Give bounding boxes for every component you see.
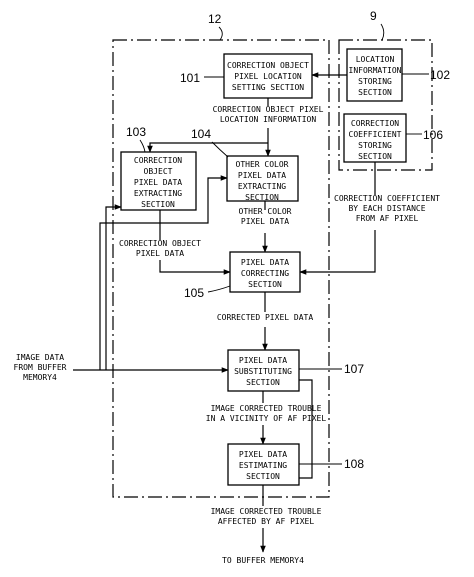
ref-101: 101: [180, 71, 200, 85]
ref-106: 106: [423, 128, 443, 142]
frame-ref-main: 12: [208, 12, 222, 26]
ref-105-leader: [207, 285, 231, 293]
ref-104-leader: [211, 141, 229, 158]
frame-ref-storage-leader: [380, 23, 385, 41]
ref-107: 107: [344, 362, 364, 376]
frame-ref-main-leader: [218, 26, 223, 41]
ref-108: 108: [344, 457, 364, 471]
ref-105: 105: [184, 286, 204, 300]
signal-corrected-pixel-data: CORRECTED PIXEL DATA: [217, 313, 314, 322]
image-processing-frame: [112, 39, 330, 498]
ref-104: 104: [191, 127, 211, 141]
ref-102: 102: [430, 68, 450, 82]
ref-103: 103: [126, 125, 146, 139]
frame-ref-storage: 9: [370, 9, 377, 23]
connection-wires: [73, 72, 376, 553]
signal-output: TO BUFFER MEMORY4: [222, 556, 304, 565]
ref-103-leader: [139, 139, 146, 153]
storage-frame: [338, 39, 433, 171]
